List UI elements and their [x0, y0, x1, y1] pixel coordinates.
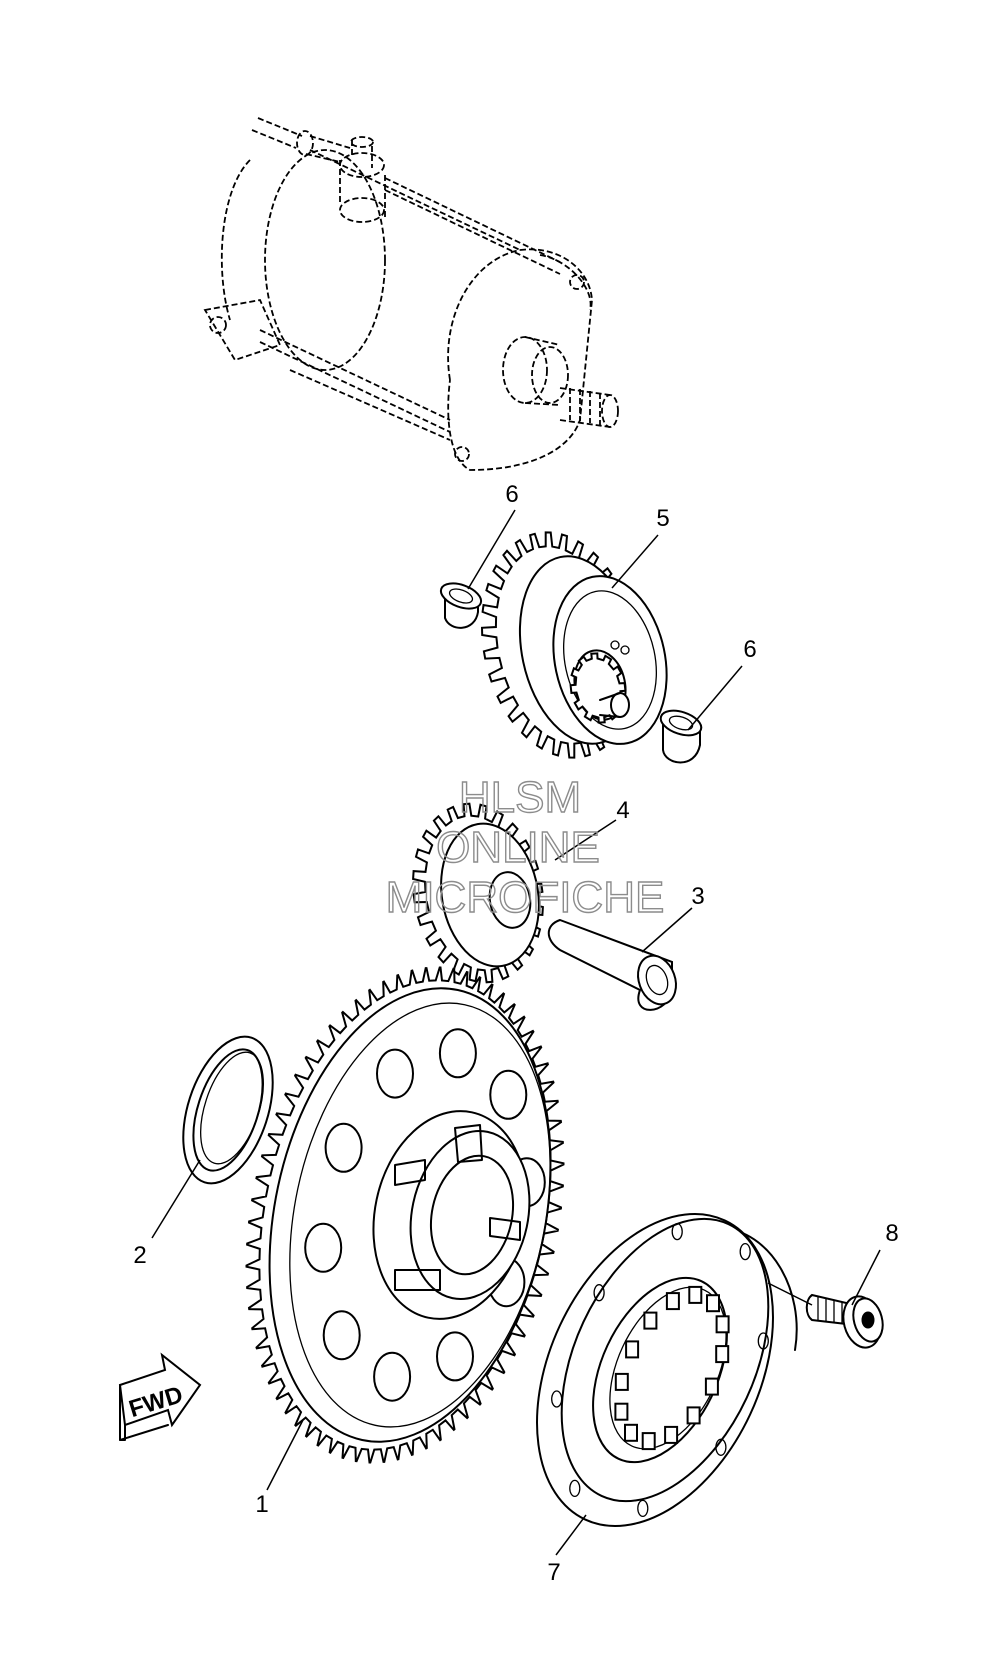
fwd-arrow: FWD [118, 1352, 202, 1441]
callout-3: 3 [691, 883, 704, 910]
callout-5: 5 [656, 505, 669, 532]
watermark-line-2: ONLINE [436, 823, 600, 872]
callout-4: 4 [616, 797, 629, 824]
starter-wheel-gear-1 [245, 966, 565, 1464]
gear-1-lightening-hole [322, 1310, 361, 1361]
bolt-8 [805, 1293, 884, 1349]
watermark-line-3: MICROFICHE [386, 873, 665, 922]
callout-numbers: 6 5 6 4 3 2 1 7 8 [133, 481, 898, 1586]
clutch-roller [686, 1406, 701, 1425]
collar-6-upper [439, 582, 483, 629]
gear-4 [412, 802, 544, 984]
clutch-bolt-hole [715, 1438, 727, 1456]
clutch-bolt-hole [757, 1332, 769, 1350]
gear-1-lightening-hole [304, 1222, 343, 1273]
callout-2: 2 [133, 1242, 146, 1269]
gear-1-lightening-hole [376, 1048, 414, 1099]
clutch-roller [643, 1311, 658, 1330]
clutch-bolt-hole [637, 1499, 649, 1518]
clutch-roller [704, 1377, 719, 1396]
callout-6-upper: 6 [505, 481, 518, 508]
clutch-roller [665, 1292, 680, 1311]
gear-1-lightening-hole [373, 1351, 412, 1402]
washer-2 [182, 1035, 274, 1185]
callout-6-lower: 6 [743, 636, 756, 663]
clutch-roller [614, 1402, 629, 1421]
one-way-clutch-7 [536, 1213, 798, 1527]
clutch-bolt-hole [569, 1479, 581, 1498]
clutch-roller [664, 1425, 679, 1444]
idler-gear-5 [480, 531, 668, 759]
clutch-roller [641, 1432, 656, 1451]
gear-1-lightening-hole [436, 1331, 474, 1382]
clutch-roller [715, 1315, 730, 1334]
clutch-bolt-hole [671, 1222, 683, 1241]
gear-1-lightening-hole [489, 1069, 528, 1120]
callout-7: 7 [547, 1559, 560, 1586]
watermark: HLSM ONLINE MICROFICHE [385, 772, 665, 922]
clutch-roller [614, 1372, 629, 1391]
collar-6-lower [659, 709, 703, 764]
clutch-bolt-hole [593, 1284, 605, 1302]
clutch-bolt-hole [739, 1242, 751, 1261]
clutch-bolt-hole [551, 1390, 563, 1408]
watermark-line-1: HLSM [459, 773, 581, 822]
clutch-roller [706, 1294, 720, 1313]
clutch-roller [715, 1345, 730, 1364]
gear-1-lightening-hole [438, 1028, 477, 1079]
clutch-roller [624, 1423, 638, 1442]
clutch-roller [688, 1285, 703, 1304]
clutch-roller [625, 1340, 640, 1359]
gear-1-lightening-hole [324, 1122, 363, 1173]
shaft-3 [547, 918, 677, 1011]
callout-8: 8 [885, 1220, 898, 1247]
leader-lines [151, 509, 881, 1556]
starter-motor [203, 117, 619, 471]
callout-1: 1 [255, 1491, 268, 1518]
